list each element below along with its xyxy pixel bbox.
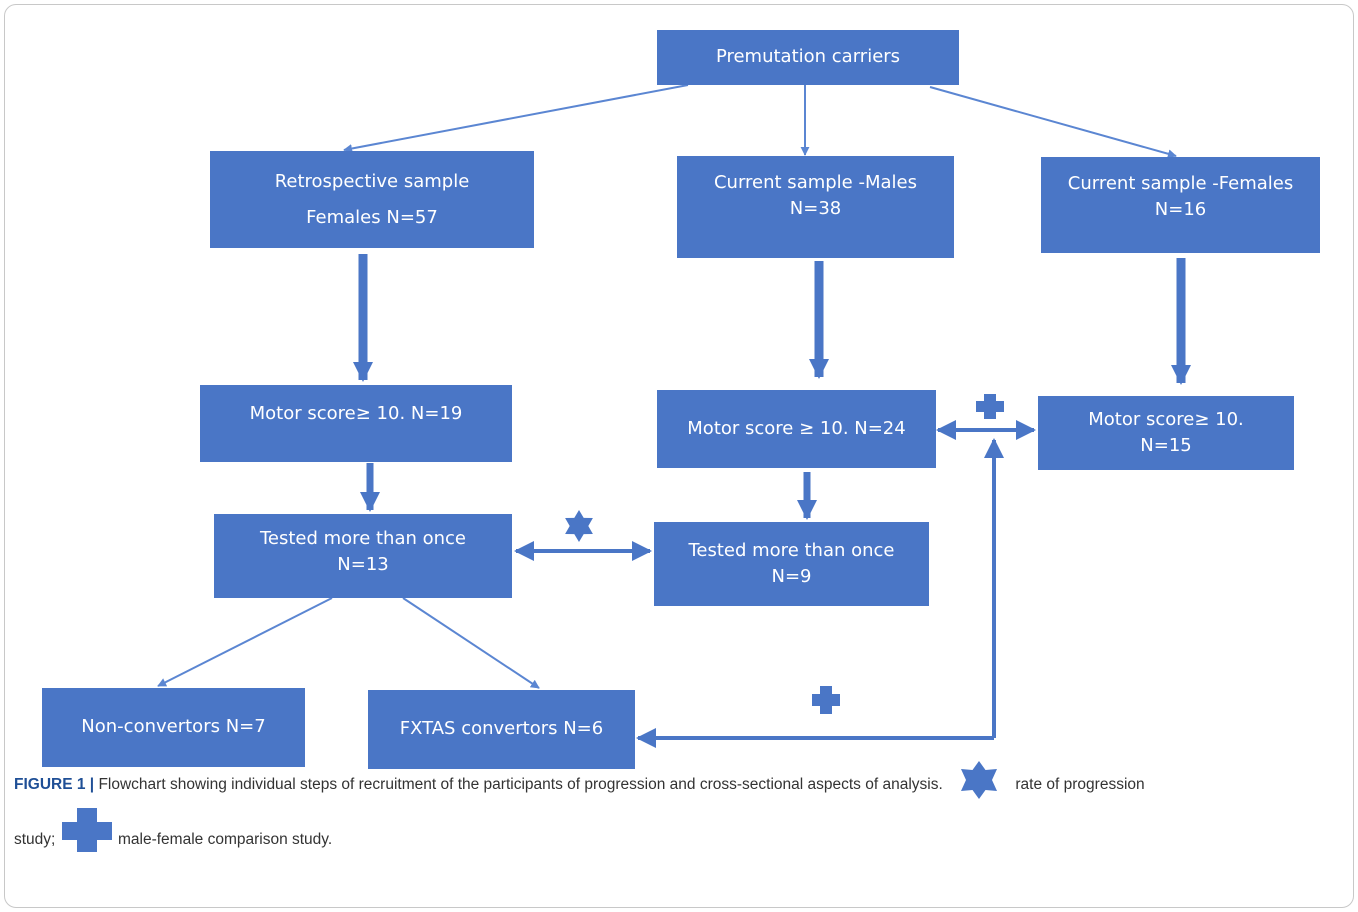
star-icon xyxy=(565,510,593,542)
node-label: Premutation carriers xyxy=(715,46,901,68)
node-label: Motor score ≥ 10. N=24 xyxy=(687,417,906,439)
cross-icon xyxy=(61,808,112,852)
node-label: Females N=57 xyxy=(306,206,438,228)
node-fxtas-convertors: FXTAS convertors N=6 xyxy=(368,690,635,769)
arrow-to-non-convertors xyxy=(157,597,333,687)
star-icon xyxy=(961,761,998,799)
node-label: N=38 xyxy=(789,198,842,220)
node-motor-score-females: Motor score≥ 10. N=15 xyxy=(1038,396,1294,470)
figure-label: FIGURE 1 | xyxy=(14,776,95,794)
node-current-sample-females: Current sample -Females N=16 xyxy=(1041,157,1320,253)
node-label: Motor score≥ 10. N=19 xyxy=(249,403,463,424)
arrow-to-current-females xyxy=(929,86,1177,159)
node-motor-score-retrospective: Motor score≥ 10. N=19 xyxy=(200,385,512,462)
node-label: Current sample -Males xyxy=(713,172,917,193)
node-non-convertors: Non-convertors N=7 xyxy=(42,688,305,767)
caption-text: Flowchart showing individual steps of re… xyxy=(98,776,943,794)
legend-cross-label: male-female comparison study. xyxy=(117,831,333,849)
caption-line-2: study; male-female comparison study. xyxy=(14,808,333,852)
node-label: N=16 xyxy=(1154,199,1207,221)
node-label: Non-convertors N=7 xyxy=(81,716,266,738)
node-label: N=15 xyxy=(1140,435,1192,456)
arrow-to-fxtas-convertors xyxy=(402,597,540,689)
node-label: Tested more than once xyxy=(688,539,895,561)
node-tested-retrospective: Tested more than once N=13 xyxy=(214,514,512,598)
node-label: Motor score≥ 10. xyxy=(1088,408,1244,430)
cross-icon xyxy=(976,394,1004,419)
node-current-sample-males: Current sample -Males N=38 xyxy=(677,156,954,258)
flowchart-connectors xyxy=(157,84,1191,748)
node-retrospective-sample: Retrospective sample Females N=57 xyxy=(210,151,534,248)
node-label: FXTAS convertors N=6 xyxy=(399,718,604,740)
cross-icon xyxy=(812,686,840,714)
arrow-to-retrospective xyxy=(343,84,689,153)
caption-line-1: FIGURE 1 | Flowchart showing individual … xyxy=(14,761,1145,800)
node-label: Tested more than once xyxy=(259,528,467,549)
caption-text: study; xyxy=(14,831,56,849)
node-premutation-carriers: Premutation carriers xyxy=(657,30,959,85)
node-label: Current sample -Females xyxy=(1067,173,1294,194)
node-label: N=9 xyxy=(771,566,812,587)
node-label: N=13 xyxy=(337,554,389,576)
node-label: Retrospective sample xyxy=(274,170,470,192)
node-tested-males: Tested more than once N=9 xyxy=(654,522,929,606)
legend-star-label: rate of progression xyxy=(1015,776,1145,794)
node-motor-score-males: Motor score ≥ 10. N=24 xyxy=(657,390,936,468)
